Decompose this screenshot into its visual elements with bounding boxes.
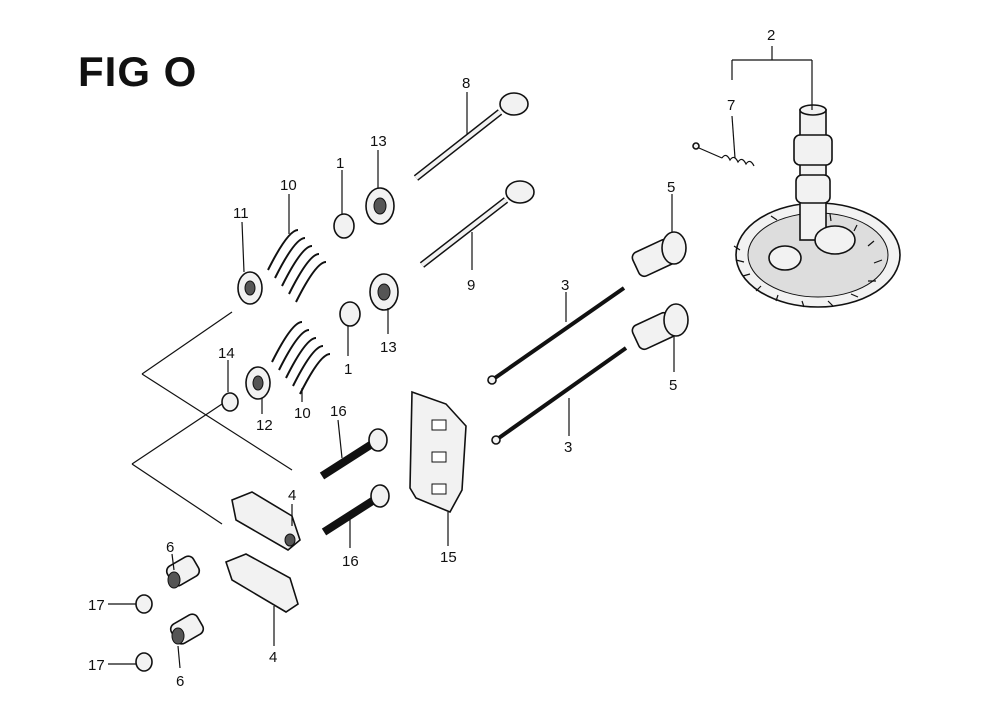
valve-seal-upper (365, 187, 395, 225)
valve-spring-upper (267, 229, 327, 303)
assembly-bracket-2 (731, 46, 813, 110)
lock-nut-upper (135, 594, 153, 614)
callout-3: 3 (561, 277, 569, 294)
callout-5: 5 (669, 377, 677, 394)
callout-15: 15 (440, 549, 457, 566)
exhaust-valve (413, 92, 529, 181)
callout-12: 12 (256, 417, 273, 434)
figure-title: FIG O (78, 48, 198, 95)
leader-lines (108, 92, 736, 669)
callout-16: 16 (330, 403, 347, 420)
rocker-pivot-lower (169, 613, 205, 645)
valve-cap-lower (339, 301, 361, 327)
collar-14 (221, 392, 239, 412)
callout-7: 7 (727, 97, 735, 114)
rocker-arm-lower (225, 553, 299, 613)
callout-11: 11 (233, 205, 249, 222)
callout-16: 16 (342, 553, 359, 570)
callout-14: 14 (218, 345, 235, 362)
push-rod-guide-plate (409, 390, 467, 514)
rocker-arm-stud-lower (321, 484, 390, 536)
callout-9: 9 (467, 277, 475, 294)
camshaft-gear (733, 104, 901, 308)
valve-lifter-lower (631, 303, 689, 351)
valve-seal-lower (369, 273, 399, 311)
decompressor-spring (692, 142, 755, 167)
callout-17: 17 (88, 597, 105, 614)
lock-nut-lower (135, 652, 153, 672)
rocker-arm-upper (231, 491, 301, 551)
valve-cap-upper (333, 213, 355, 239)
group-bracket-lines (131, 311, 293, 525)
callout-5: 5 (667, 179, 675, 196)
callout-10: 10 (294, 405, 311, 422)
rocker-pivot-upper (165, 555, 201, 589)
callout-17: 17 (88, 657, 105, 674)
rocker-arm-stud-upper (319, 428, 388, 480)
callout-3: 3 (564, 439, 572, 456)
spring-retainer-11 (237, 271, 263, 305)
valve-spring-lower (271, 321, 331, 395)
callout-6: 6 (176, 673, 184, 690)
callout-1: 1 (336, 155, 344, 172)
callout-8: 8 (462, 75, 470, 92)
callout-13: 13 (380, 339, 397, 356)
callout-10: 10 (280, 177, 297, 194)
push-rods (487, 286, 628, 445)
callout-13: 13 (370, 133, 387, 150)
callout-1: 1 (344, 361, 352, 378)
callout-2: 2 (767, 27, 775, 44)
spring-retainer-12 (245, 366, 271, 400)
intake-valve (419, 180, 535, 268)
valve-lifter-upper (631, 231, 687, 278)
callout-4: 4 (269, 649, 277, 666)
callout-6: 6 (166, 539, 174, 556)
callout-4: 4 (288, 487, 296, 504)
